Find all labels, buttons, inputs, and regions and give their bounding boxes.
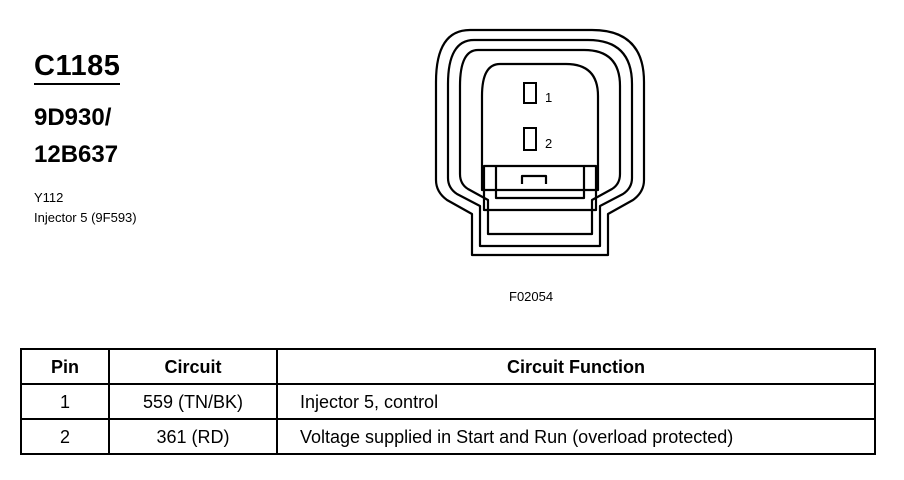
part-number-1: 9D930/ — [34, 104, 112, 131]
header-circuit-function: Circuit Function — [276, 348, 876, 385]
cell-pin: 2 — [20, 418, 110, 455]
header-circuit: Circuit — [108, 348, 278, 385]
connector-shell-core-line — [458, 48, 622, 236]
connector-shell-inner-line — [446, 38, 634, 248]
connector-face-diagram: 1 2 — [434, 28, 646, 257]
connector-cavity — [480, 62, 600, 192]
figure-id: F02054 — [509, 289, 554, 304]
locking-tab-inner — [494, 166, 586, 200]
cell-circuit-function: Injector 5, control — [276, 383, 876, 420]
table-row: 2 361 (RD) Voltage supplied in Start and… — [20, 418, 876, 455]
cell-circuit: 361 (RD) — [108, 418, 278, 455]
pin-cavity-2 — [523, 127, 537, 151]
connector-description: Injector 5 (9F593) — [34, 210, 137, 225]
table-header-row: Pin Circuit Circuit Function — [20, 348, 876, 385]
locking-tab — [482, 164, 598, 212]
connector-location: Y112 — [34, 190, 64, 205]
table-row: 1 559 (TN/BK) Injector 5, control — [20, 383, 876, 420]
connector-id: C1185 — [34, 52, 121, 85]
locking-tab-notch — [520, 174, 548, 184]
pin-cavity-1 — [523, 82, 537, 104]
connector-outer-shell — [434, 28, 646, 257]
pin-label-2: 2 — [545, 136, 552, 151]
cell-pin: 1 — [20, 383, 110, 420]
pin-label-1: 1 — [545, 90, 552, 105]
part-number-2: 12B637 — [34, 141, 119, 168]
cell-circuit-function: Voltage supplied in Start and Run (overl… — [276, 418, 876, 455]
cell-circuit: 559 (TN/BK) — [108, 383, 278, 420]
pin-table: Pin Circuit Circuit Function 1 559 (TN/B… — [20, 348, 876, 455]
header-pin: Pin — [20, 348, 110, 385]
